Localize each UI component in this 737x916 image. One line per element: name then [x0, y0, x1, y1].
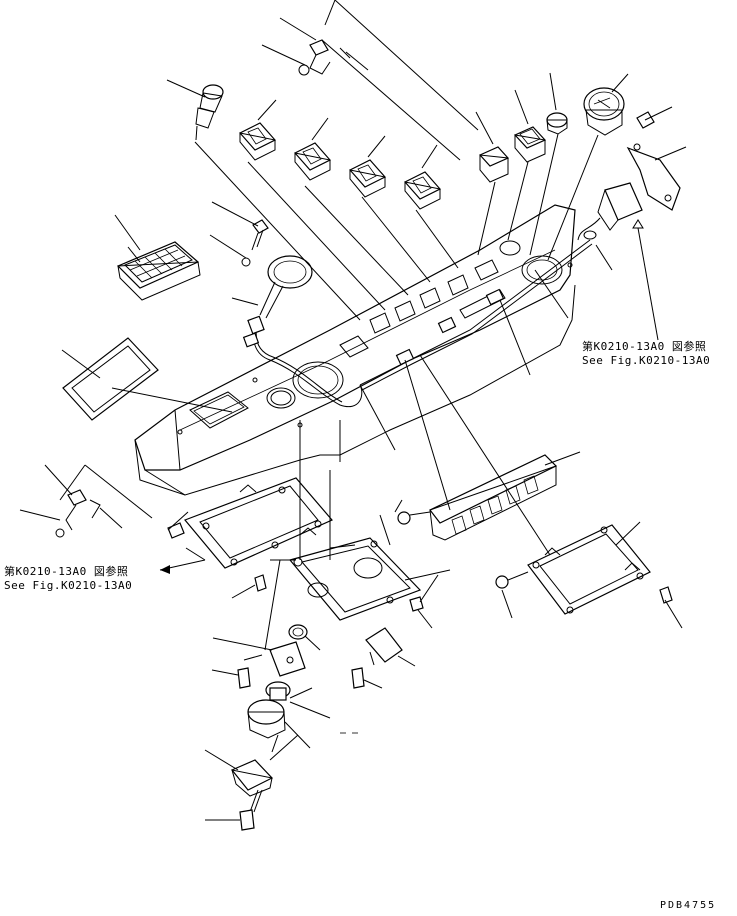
gauge [546, 72, 629, 136]
reference-note-right: 第K0210-13A0 図参照 See Fig.K0210-13A0 [582, 340, 710, 368]
frame-panel [61, 337, 233, 421]
switch-6 [513, 89, 547, 163]
fuse-holder [394, 451, 581, 541]
drawing-number: PDB4755 [660, 900, 717, 911]
bolts-left-mid [209, 201, 269, 267]
reference-en: See Fig.K0210-13A0 [582, 354, 711, 367]
console-panel [134, 204, 576, 496]
plate-middle [270, 537, 451, 629]
grille [114, 214, 201, 301]
reference-en: See Fig.K0210-13A0 [4, 579, 133, 592]
clip-left [19, 464, 153, 538]
switch-5 [475, 111, 510, 183]
reference-jp: 第K0210-13A0 図参照 [4, 565, 129, 578]
switches [239, 89, 547, 210]
actuator [247, 681, 358, 753]
small-parts [211, 624, 416, 689]
leader-lines [194, 133, 599, 651]
switch-1 [239, 99, 277, 161]
reference-jp: 第K0210-13A0 図参照 [582, 340, 707, 353]
reference-note-left: 第K0210-13A0 図参照 See Fig.K0210-13A0 [4, 565, 132, 593]
plate-left [167, 477, 333, 599]
lighter [166, 79, 224, 141]
hardware-top [261, 0, 479, 161]
wiring-harness [242, 239, 593, 408]
bracket-right [577, 106, 687, 341]
plate-right [495, 521, 683, 629]
switch-4 [404, 144, 441, 210]
switch-3 [349, 135, 386, 198]
switch-box-bottom [204, 734, 299, 831]
switch-2 [294, 117, 331, 181]
reference-arrows [159, 547, 206, 574]
